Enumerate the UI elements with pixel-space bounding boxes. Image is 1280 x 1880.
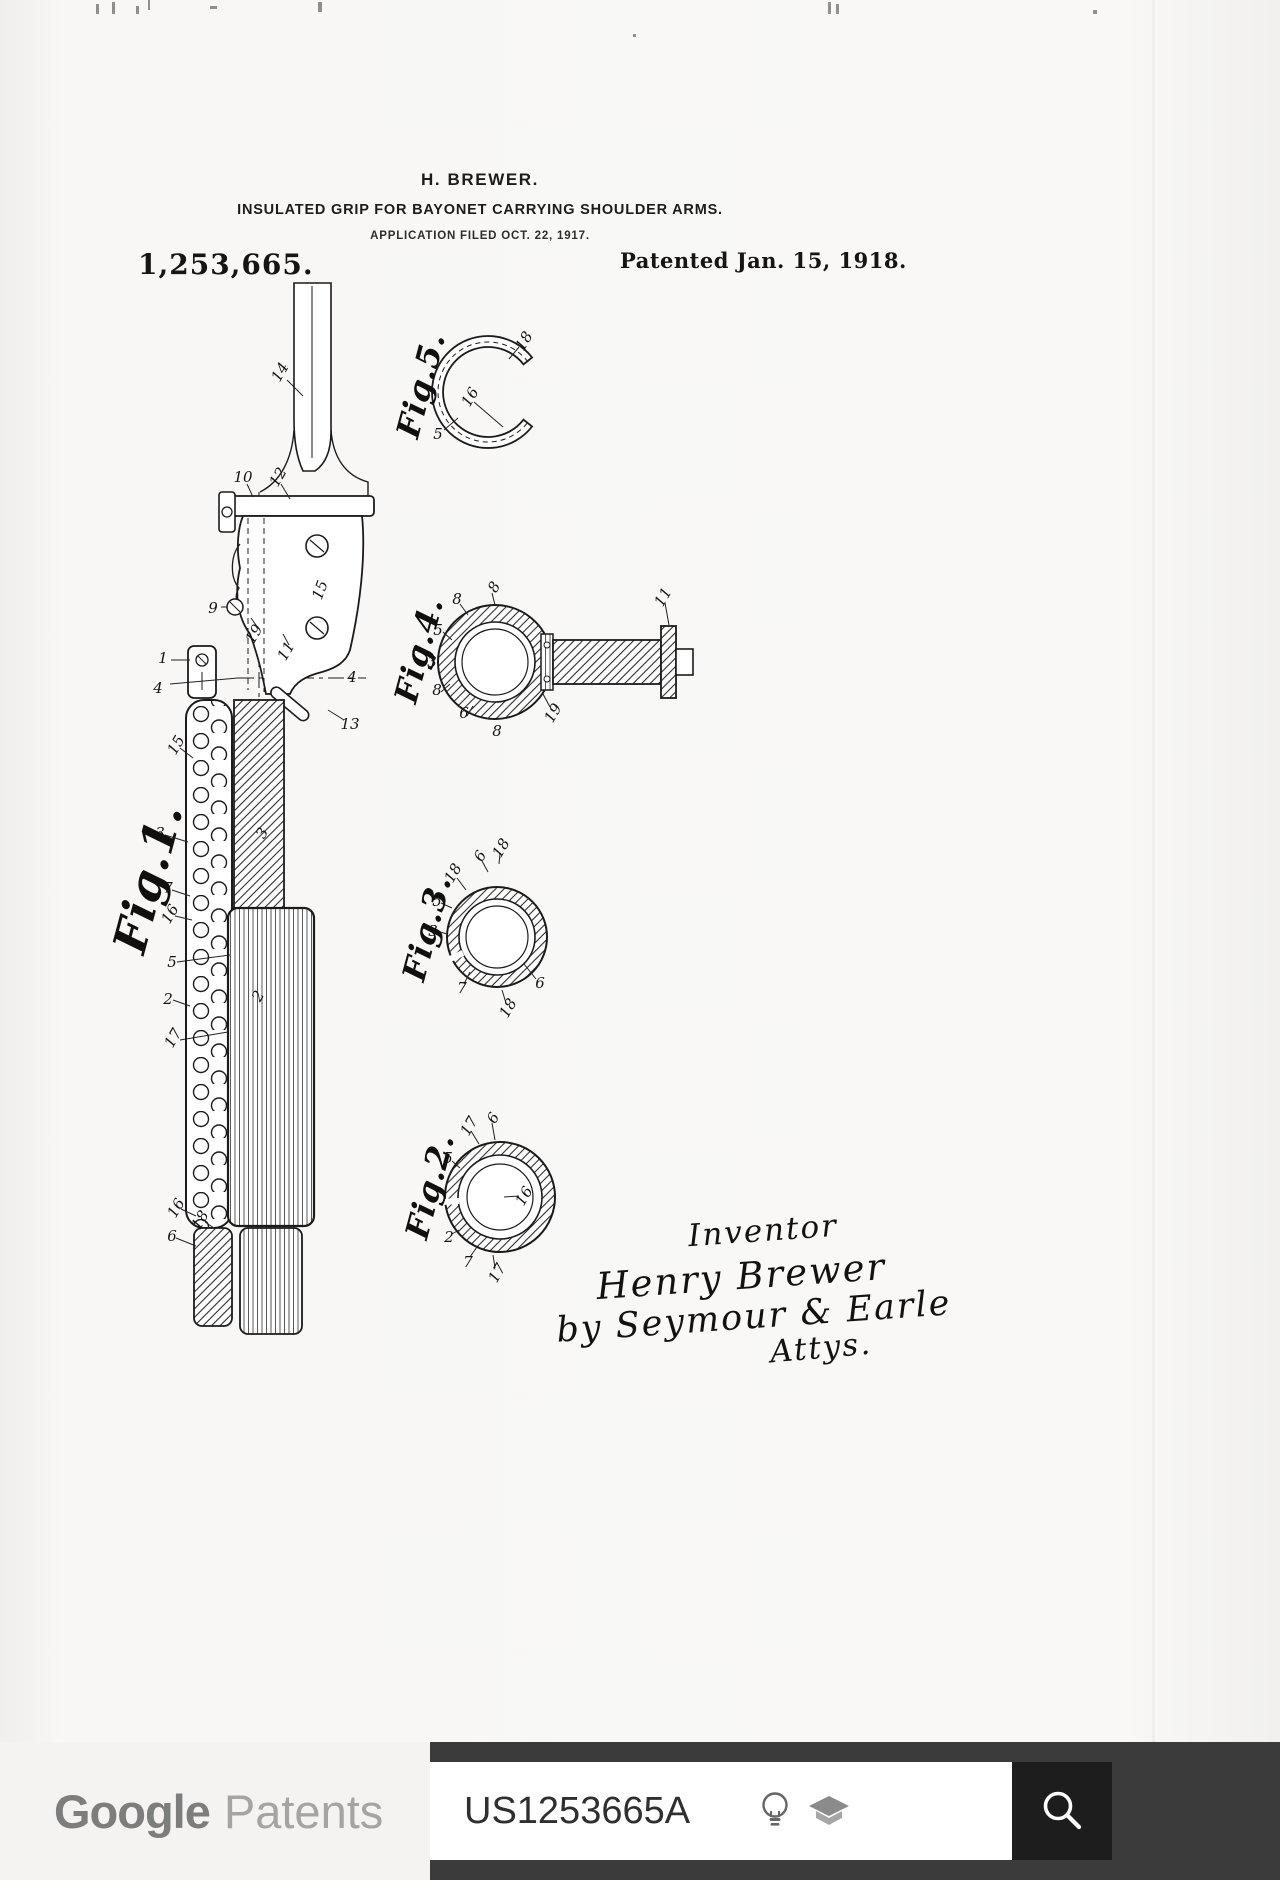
- google-logo-text: Google: [54, 1784, 210, 1839]
- lightbulb-icon[interactable]: [758, 1789, 792, 1833]
- patents-logo-text: Patents: [224, 1784, 383, 1839]
- google-patents-toolbar: Google Patents: [0, 1742, 1280, 1880]
- fig1-drawing: [186, 283, 374, 1334]
- search-icon: [1039, 1787, 1085, 1836]
- fig3-drawing: [447, 887, 547, 987]
- fig2-drawing: [443, 1142, 555, 1252]
- patent-drawing: [0, 0, 1280, 1742]
- search-input[interactable]: [464, 1790, 742, 1833]
- search-button[interactable]: [1012, 1762, 1112, 1860]
- patent-search-field: [430, 1762, 1012, 1860]
- scholar-icon[interactable]: [808, 1795, 850, 1827]
- fig5-drawing: [432, 336, 532, 448]
- fig4-drawing: [438, 605, 693, 719]
- google-patents-logo[interactable]: Google Patents: [0, 1742, 430, 1880]
